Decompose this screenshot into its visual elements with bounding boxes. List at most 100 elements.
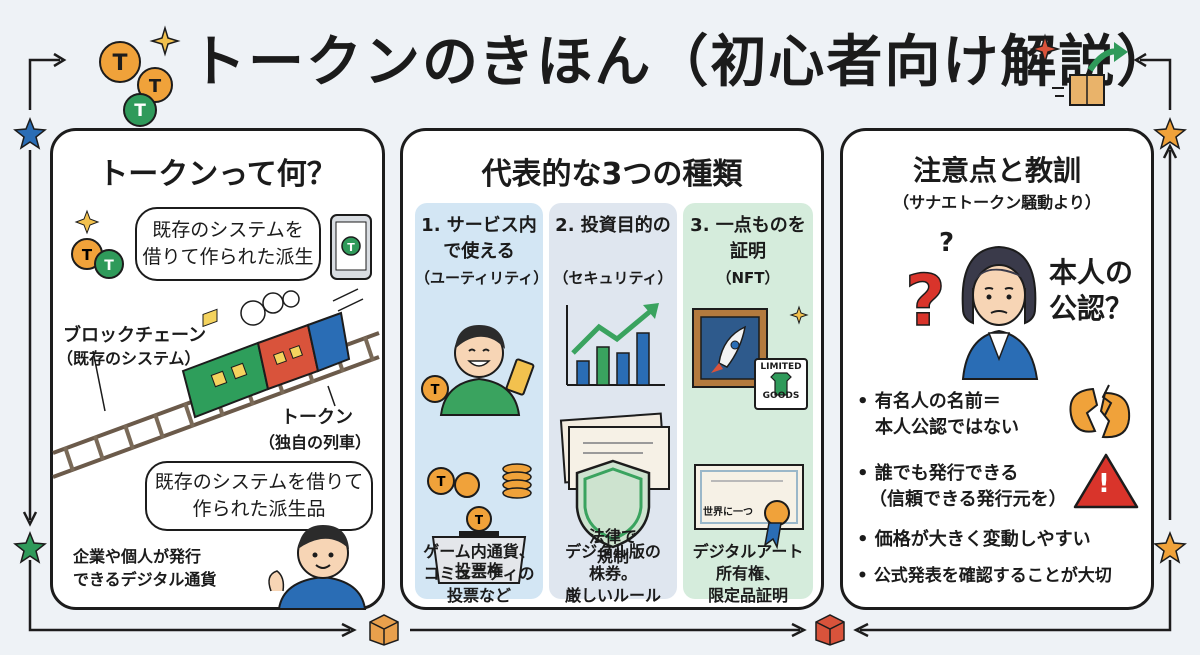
smartphone-icon: T [330, 214, 372, 280]
star-green-icon [13, 530, 47, 564]
page-title: トークンのきほん（初心者向け解説） [190, 30, 1175, 95]
security-footer-line3: 厳しいルール [564, 586, 661, 605]
svg-text:T: T [82, 246, 93, 264]
nft-heading-line3: （NFT） [716, 269, 780, 287]
bullet-dot: • [857, 566, 868, 586]
bubble-bottom-line2: 作られた派生品 [192, 498, 326, 520]
person-boy-icon [268, 525, 367, 610]
security-heading-line1: 2. 投資目的の [555, 215, 671, 236]
cert-label: 世界に一つ [703, 507, 753, 518]
shield-label-line1: 法律で [588, 527, 637, 546]
utility-footer-line1: ゲーム内通貨、 [423, 542, 535, 561]
bubble-top-line2: 借りて作られた派生 [142, 246, 314, 268]
speech-approval: 本人の 公認？ [1049, 255, 1133, 327]
bullet2-line2: （信頼できる発行元を） [869, 489, 1067, 510]
svg-text:T: T [475, 513, 484, 527]
svg-text:T: T [104, 258, 114, 274]
caption-digital-currency: 企業や個人が発行 できるデジタル通貨 [73, 545, 216, 591]
type-column-nft: 3. 一点ものを 証明 （NFT） LIMITED GOODS 世界に一つ [683, 203, 813, 599]
bullet3-line1: 価格が大きく変動しやすい [874, 529, 1091, 550]
svg-text:T: T [149, 76, 162, 97]
nft-footer-line2: 所有権、 [715, 564, 780, 583]
utility-footer: ゲーム内通貨、 コミュニティの 投票など [415, 541, 543, 607]
utility-footer-line3: 投票など [446, 586, 511, 605]
label-token-sub: （独自の列車） [259, 433, 372, 452]
security-footer-line2: 株券。 [588, 564, 637, 583]
utility-heading-line2: で使える [443, 241, 515, 262]
star-blue-icon [13, 116, 47, 150]
limited-label-line1: LIMITED [760, 362, 802, 372]
bullet-dot: • [857, 529, 869, 550]
nft-heading-line1: 3. 一点ものを [690, 215, 806, 236]
limited-label-line2: GOODS [762, 391, 800, 401]
label-blockchain: ブロックチェーン [63, 325, 207, 346]
security-heading: 2. 投資目的の （セキュリティ） [549, 213, 677, 291]
svg-text:T: T [431, 383, 440, 398]
unique-certificate-icon [694, 464, 804, 550]
security-heading-line3: （セキュリティ） [553, 269, 673, 287]
warning-mark: ! [1098, 469, 1110, 499]
nft-footer: デジタルアート 所有権、 限定品証明 [683, 541, 813, 607]
speech-bubble-bottom: 既存のシステムを借りて 作られた派生品 [145, 461, 373, 531]
type-column-security: 2. 投資目的の （セキュリティ） 法律で 規制 [549, 203, 677, 599]
utility-heading-line1: 1. サービス内 [421, 215, 537, 236]
speech-line2: 公認？ [1049, 292, 1134, 325]
limited-goods-label: LIMITED GOODS [755, 362, 807, 402]
bullet4-line1: 公式発表を確認することが大切 [873, 566, 1112, 586]
nft-heading-line2: 証明 [730, 241, 766, 262]
svg-text:T: T [347, 241, 355, 254]
bubble-top-line1: 既存のシステムを [152, 219, 304, 241]
speech-bubble-top: 既存のシステムを 借りて作られた派生 [135, 207, 321, 281]
bullet1-line2: 本人公認ではない [875, 417, 1019, 438]
nft-footer-line3: 限定品証明 [707, 586, 788, 605]
package-arrow-icon [1052, 42, 1128, 106]
shield-label-line2: 規制 [596, 547, 629, 566]
box-icon-right [815, 614, 845, 646]
panel-what-is-token: トークンって何？ T T 既存のシステムを 借りて作られた派生 T ブロックチェ… [50, 128, 385, 610]
warning-triangle-icon [1073, 453, 1139, 509]
sparkle-icon [149, 25, 181, 57]
caption-line2: できるデジタル通貨 [73, 570, 217, 589]
svg-text:?: ? [905, 260, 946, 342]
bullet2-line1: 誰でも発行できる [874, 463, 1019, 484]
broken-coin-icon [1069, 384, 1131, 439]
stock-certificate-shield-icon [559, 412, 670, 549]
bullet-dot: • [857, 463, 869, 484]
nft-footer-line1: デジタルアート [692, 542, 804, 561]
bullet-price-volatile: • 価格が大きく変動しやすい [857, 527, 1091, 553]
boy-holding-coin-ticket-icon: T [421, 325, 535, 416]
ballot-label: 投票権 [454, 561, 503, 580]
bullet-dot: • [857, 391, 869, 412]
svg-text:?: ? [939, 228, 954, 258]
confused-woman-illustration: ? ? [904, 228, 1039, 380]
panel3-title: 注意点と教訓 [912, 154, 1081, 187]
rising-bar-chart-icon [566, 303, 665, 386]
svg-text:T: T [134, 101, 146, 121]
panel3-subtitle: （サナエトークン騒動より） [893, 193, 1101, 212]
ballot-box-coins-icon: T T [427, 463, 532, 584]
bullet-check-official: • 公式発表を確認することが大切 [857, 563, 1112, 589]
star-orange-icon [1153, 116, 1187, 150]
framed-rocket-art-icon [692, 305, 809, 410]
bullet-famous-name: • 有名人の名前＝ 本人公認ではない [857, 389, 1019, 441]
svg-text:T: T [437, 475, 446, 490]
sparkle-red-icon [1029, 33, 1061, 65]
bullet1-line1: 有名人の名前＝ [874, 391, 1001, 412]
nft-heading: 3. 一点ものを 証明 （NFT） [683, 213, 813, 291]
security-footer-line1: デジタル版の [565, 542, 661, 561]
speech-line1: 本人の [1049, 256, 1134, 289]
bubble-bottom-line1: 既存のシステムを借りて [154, 471, 364, 493]
box-icon-left [369, 614, 399, 646]
coin-cluster-icon: T T T [99, 41, 173, 127]
utility-heading: 1. サービス内 で使える （ユーティリティ） [415, 213, 548, 291]
shield-label: 法律で 規制 [549, 527, 677, 567]
security-footer: デジタル版の 株券。 厳しいルール [549, 541, 677, 607]
svg-text:T: T [112, 51, 127, 76]
train-on-rails-illustration [52, 288, 380, 479]
panel-cautions: 注意点と教訓 （サナエトークン騒動より） ? ? 本人の 公認？ • 有名人の名… [840, 128, 1154, 610]
coins-icon: T T [71, 209, 124, 279]
label-token: トークン [281, 407, 353, 428]
bullet-anyone-issue: • 誰でも発行できる （信頼できる発行元を） [857, 461, 1067, 513]
type-column-utility: 1. サービス内 で使える （ユーティリティ） T T T [415, 203, 548, 599]
